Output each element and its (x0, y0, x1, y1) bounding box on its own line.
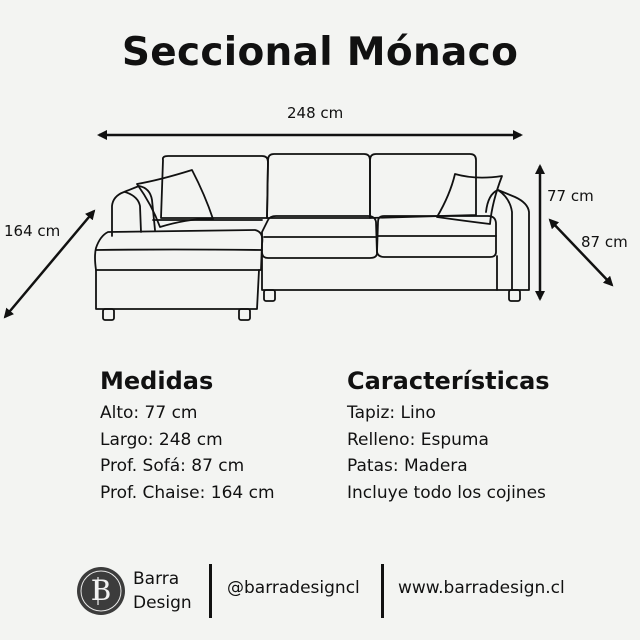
caracteristicas-row: Incluye todo los cojines (347, 482, 546, 503)
medidas-section: Medidas Alto: 77 cm Largo: 248 cm Prof. … (100, 366, 275, 506)
sofa-depth-arrow (548, 218, 614, 287)
width-label: 248 cm (287, 104, 344, 122)
caracteristicas-section: Características Tapiz: Lino Relleno: Esp… (347, 366, 550, 506)
leg (102, 308, 115, 321)
instagram-handle[interactable]: @barradesigncl (227, 578, 360, 598)
caracteristicas-row: Patas: Madera (347, 456, 468, 476)
brand-line2: Design (133, 593, 192, 613)
leg (238, 308, 251, 321)
medidas-row: Largo: 248 cm (100, 429, 223, 450)
brand-line1: Barra (133, 569, 180, 589)
medidas-row: Prof. Sofá: 87 cm (100, 456, 245, 476)
leg (263, 289, 276, 302)
left-arm (111, 185, 156, 237)
svg-text:B: B (91, 574, 112, 607)
right-arm (485, 189, 530, 291)
chaise-cushion (94, 229, 264, 271)
leg (508, 289, 521, 302)
pillow-right (436, 173, 503, 225)
footer-divider (209, 564, 212, 618)
medidas-row: Alto: 77 cm (100, 403, 198, 423)
back-cushion-right (369, 153, 477, 219)
pillow-left (136, 169, 214, 228)
back-cushion-left (160, 155, 269, 219)
sofa-base (261, 255, 498, 291)
medidas-row: Prof. Chaise: 164 cm (100, 482, 275, 503)
back-cushion-middle (266, 153, 371, 219)
chaise-base (95, 269, 260, 310)
page-title: Seccional Mónaco (121, 30, 519, 75)
footer-divider (381, 564, 384, 618)
website-link[interactable]: www.barradesign.cl (398, 578, 565, 598)
brand-name: Barra Design (133, 567, 192, 615)
caracteristicas-heading: Características (347, 367, 550, 395)
brand-logo-icon: B (77, 567, 125, 615)
caracteristicas-row: Tapiz: Lino (347, 403, 436, 423)
medidas-heading: Medidas (100, 367, 214, 395)
height-label: 77 cm (547, 187, 594, 205)
seat-cushion-right (376, 215, 497, 258)
caracteristicas-row: Relleno: Espuma (347, 429, 489, 450)
chaise-depth-arrow (3, 209, 96, 319)
